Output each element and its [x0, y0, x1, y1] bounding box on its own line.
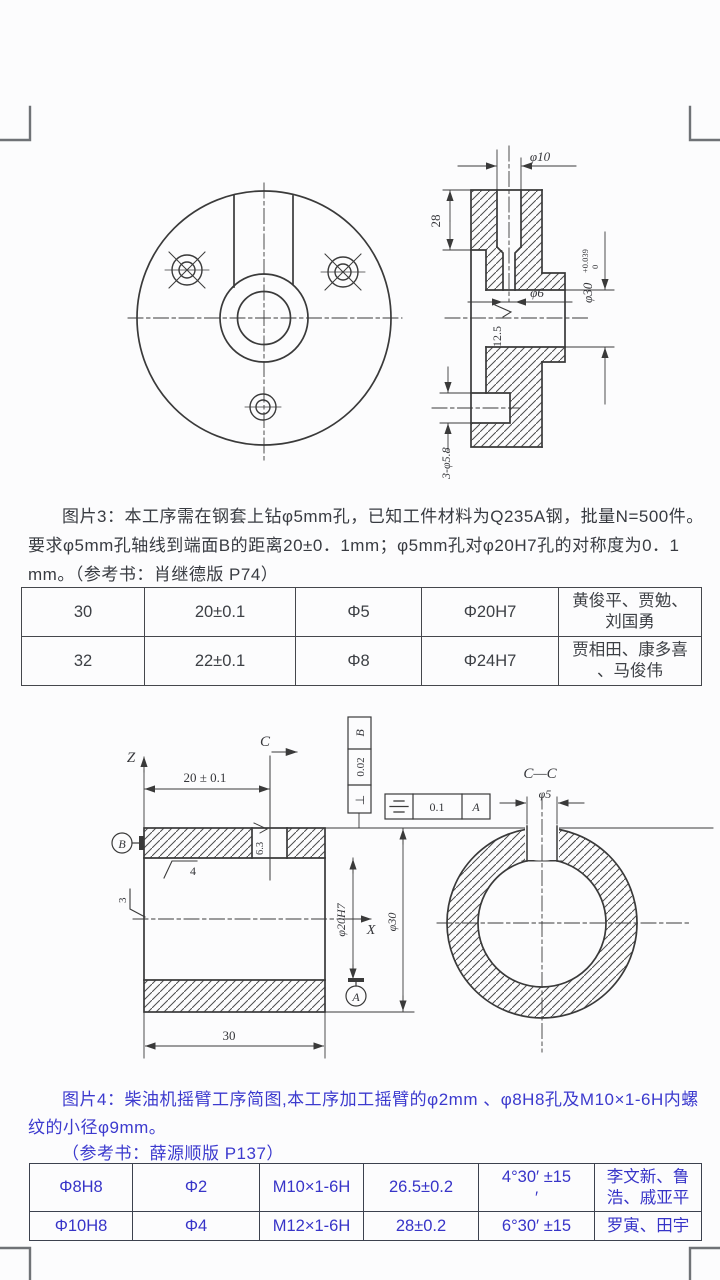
figure3-caption-line-1: 图片3：本工序需在钢套上钻φ5mm孔，已知工件材料为Q235A钢，批量N=500… — [62, 507, 704, 526]
table-cell: Φ20H7 — [421, 587, 559, 637]
axis-x-label: X — [366, 923, 376, 938]
table-cell: M12×1-6H — [259, 1211, 364, 1241]
bolt-hole-top-left — [164, 251, 210, 289]
roughness-12-5-label: 12.5 — [490, 326, 504, 347]
dim-phi6-label: φ6 — [530, 285, 544, 300]
section-cc-title: C—C — [523, 766, 557, 782]
fcf-perp-datum: B — [353, 729, 367, 737]
figure3-table: 30 20±0.1 Φ5 Φ20H7 黄俊平、贾勉、 刘国勇 32 22±0.1… — [21, 587, 702, 686]
fcf-symmetry: 0.1 A — [384, 793, 491, 820]
table-cell: Φ10H8 — [29, 1211, 133, 1241]
fcf-perp-tolerance: 0.02 — [355, 757, 367, 776]
table-cell: 32 — [21, 636, 145, 686]
table-cell: Φ24H7 — [421, 636, 559, 686]
datum-b-target-icon — [139, 836, 144, 850]
dim-phi20h7-label: φ20H7 — [334, 902, 348, 936]
corner-marks — [0, 105, 720, 1280]
figure4-caption-line-2: 纹的小径φ9mm。 — [28, 1118, 167, 1137]
dim-phi5-label: φ5 — [539, 787, 552, 801]
table-cell: 黄俊平、贾勉、 刘国勇 — [558, 587, 702, 637]
dim-phi30-label-fig4: φ30 — [385, 913, 399, 932]
figure4-caption-line-3: （参考书：薛源顺版 P137） — [62, 1144, 284, 1163]
table-cell: 28±0.2 — [363, 1211, 479, 1241]
table-row: 30 20±0.1 Φ5 Φ20H7 黄俊平、贾勉、 刘国勇 — [21, 587, 702, 637]
bolt-hole-top-right — [320, 253, 366, 291]
perpendicularity-icon: ⊥ — [353, 795, 367, 805]
table-cell: Φ2 — [132, 1163, 260, 1212]
table-cell: 26.5±0.2 — [363, 1163, 479, 1212]
roughness-4-check-icon — [163, 860, 198, 879]
fcf-perpendicularity: ⊥ 0.02 B — [347, 716, 372, 829]
corner-mark-top-right — [688, 105, 720, 142]
bolt-hole-bottom — [244, 393, 282, 421]
roughness-6-3-check-icon — [253, 822, 269, 834]
dim-phi30-lower-tol: 0 — [590, 265, 600, 269]
table-cell: 罗寅、田宇 — [594, 1211, 702, 1241]
figure3-caption: 图片3：本工序需在钢套上钻φ5mm孔，已知工件材料为Q235A钢，批量N=500… — [28, 502, 704, 589]
fcf-sym-tolerance: 0.1 — [430, 800, 445, 814]
roughness-4-label: 4 — [190, 864, 196, 878]
table-cell: 22±0.1 — [144, 636, 296, 686]
figure3-section-view: φ10 28 φ30 +0.039 0 φ6 12.5 3-φ5.8 — [428, 145, 615, 480]
table-cell: Φ8H8 — [29, 1163, 133, 1212]
figure3-caption-line-2: 要求φ5mm孔轴线到端面B的距离20±0．1mm；φ5mm孔对φ20H7孔的对称… — [28, 536, 680, 555]
figure4-caption: 图片4：柴油机摇臂工序简图,本工序加工摇臂的φ2mm 、φ8H8孔及M10×1-… — [28, 1086, 699, 1166]
figure4-caption-line-1: 图片4：柴油机摇臂工序简图,本工序加工摇臂的φ2mm 、φ8H8孔及M10×1-… — [62, 1090, 699, 1109]
dim-phi30-label: φ30 — [580, 282, 595, 303]
figure3-front-view — [127, 182, 403, 463]
table-cell: Φ8 — [295, 636, 422, 686]
table-row: 32 22±0.1 Φ8 Φ24H7 贾相田、康多喜 、马俊伟 — [21, 636, 702, 686]
table-cell: 4°30′ ±15 ′ — [478, 1163, 595, 1212]
table-cell: M10×1-6H — [259, 1163, 364, 1212]
figure4-part-view: Z 20 ± 0.1 C B 3 4 6.3 — [111, 716, 714, 1059]
dim-phi10-label: φ10 — [530, 149, 551, 164]
dim-20-label: 20 ± 0.1 — [184, 770, 227, 785]
roughness-check-icon — [494, 304, 513, 318]
table-row: Φ10H8 Φ4 M12×1-6H 28±0.2 6°30′ ±15 罗寅、田宇 — [29, 1211, 702, 1241]
table-cell: 贾相田、康多喜 、马俊伟 — [558, 636, 702, 686]
table-cell: 30 — [21, 587, 145, 637]
roughness-6-3-label: 6.3 — [255, 842, 266, 855]
table-cell: 6°30′ ±15 — [478, 1211, 595, 1241]
roughness-3-label: 3 — [117, 897, 129, 903]
datum-a-label: A — [351, 990, 360, 1004]
dim-3-phi5-8-label: 3-φ5.8 — [439, 447, 453, 480]
corner-mark-bottom-right — [688, 1246, 720, 1280]
dim-30-label: 30 — [223, 1028, 236, 1043]
datum-a-target-icon — [348, 978, 364, 982]
symmetry-icon — [389, 800, 409, 813]
fcf-sym-datum: A — [471, 800, 480, 814]
table-cell: Φ5 — [295, 587, 422, 637]
figure4-section-cc: C—C φ5 — [436, 766, 693, 1053]
table-row: Φ8H8 Φ2 M10×1-6H 26.5±0.2 4°30′ ±15 ′ 李文… — [29, 1163, 702, 1212]
datum-b-label: B — [118, 837, 126, 851]
corner-mark-bottom-left — [0, 1246, 32, 1280]
table-cell: Φ4 — [132, 1211, 260, 1241]
dim-28-label: 28 — [428, 215, 443, 228]
dim-phi30-upper-tol: +0.039 — [580, 249, 590, 273]
figure4-table: Φ8H8 Φ2 M10×1-6H 26.5±0.2 4°30′ ±15 ′ 李文… — [29, 1163, 702, 1241]
table-cell: 20±0.1 — [144, 587, 296, 637]
corner-mark-top-left — [0, 105, 32, 142]
figure3-caption-line-3: mm。（参考书：肖继德版 P74） — [28, 565, 279, 584]
axis-z-label: Z — [127, 750, 136, 766]
table-cell: 李文新、鲁 浩、戚亚平 — [594, 1163, 702, 1212]
roughness-3-check-icon — [129, 888, 146, 918]
section-c-label: C — [260, 734, 271, 750]
